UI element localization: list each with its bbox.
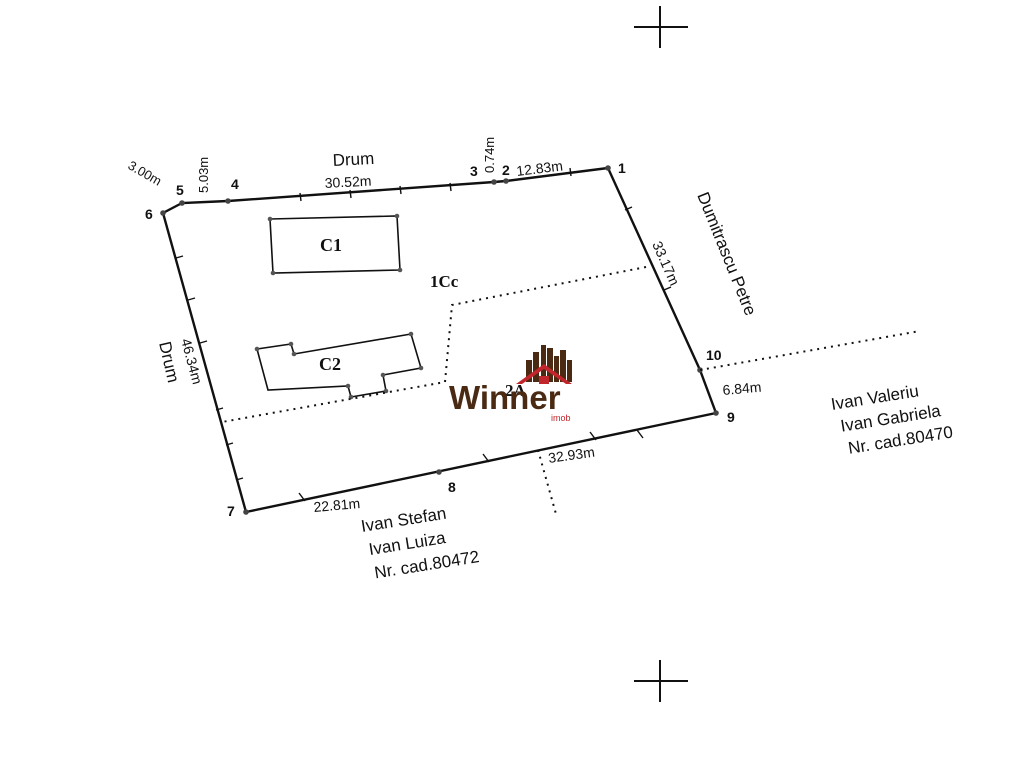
point-label-8: 8	[448, 479, 456, 495]
point-label-7: 7	[227, 503, 235, 519]
point-label-5: 5	[176, 182, 184, 198]
zone-label-c2: C2	[319, 354, 341, 374]
segment-length-7-8: 22.81m	[313, 495, 361, 515]
point-label-4: 4	[231, 176, 239, 192]
point-label-10: 10	[706, 347, 722, 363]
segment-length-1-2: 12.83m	[515, 157, 563, 179]
vertex-dots	[160, 165, 719, 515]
winner-imob-logo: Winner imob	[449, 345, 572, 423]
point-label-9: 9	[727, 409, 735, 425]
zone-label-2a: 2A	[505, 381, 527, 400]
zone-label-1cc: 1Cc	[430, 272, 459, 291]
segment-length-9-10: 6.84m	[722, 379, 762, 398]
segment-length-10-1: 33.17m	[649, 239, 683, 288]
neighbor-south: Ivan Stefan Ivan Luiza Nr. cad.80472	[360, 504, 481, 583]
crosshair-mark-top	[634, 6, 688, 48]
building-c1-corners	[267, 213, 403, 276]
logo-brand-text: Winner	[449, 379, 561, 416]
street-west: Drum	[155, 340, 183, 385]
street-north: Drum	[332, 149, 374, 170]
neighbor-east: Ivan Valeriu Ivan Gabriela Nr. cad.80470	[830, 381, 955, 457]
crosshair-mark-bottom	[634, 660, 688, 702]
segment-length-8-9: 32.93m	[547, 444, 595, 466]
city-skyline-icon	[526, 345, 572, 382]
segment-length-5-6: 3.00m	[126, 158, 165, 189]
street-east: Dumitrascu Petre	[693, 189, 760, 318]
logo-sub-text: imob	[551, 413, 571, 423]
point-label-3: 3	[470, 163, 478, 179]
building-c2-corners	[254, 331, 424, 400]
segment-length-3-4: 30.52m	[324, 173, 371, 191]
point-label-2: 2	[502, 162, 510, 178]
segment-length-4-5: 5.03m	[196, 157, 211, 193]
parcel-boundary	[161, 166, 718, 514]
zone-label-c1: C1	[320, 235, 342, 255]
house-window-icon	[539, 376, 549, 384]
dotted-lines	[221, 266, 921, 515]
house-roof-icon	[516, 364, 572, 384]
boundary-ticks	[175, 167, 672, 502]
point-label-6: 6	[145, 206, 153, 222]
segment-length-2-3: 0.74m	[482, 137, 497, 173]
point-label-1: 1	[618, 160, 626, 176]
